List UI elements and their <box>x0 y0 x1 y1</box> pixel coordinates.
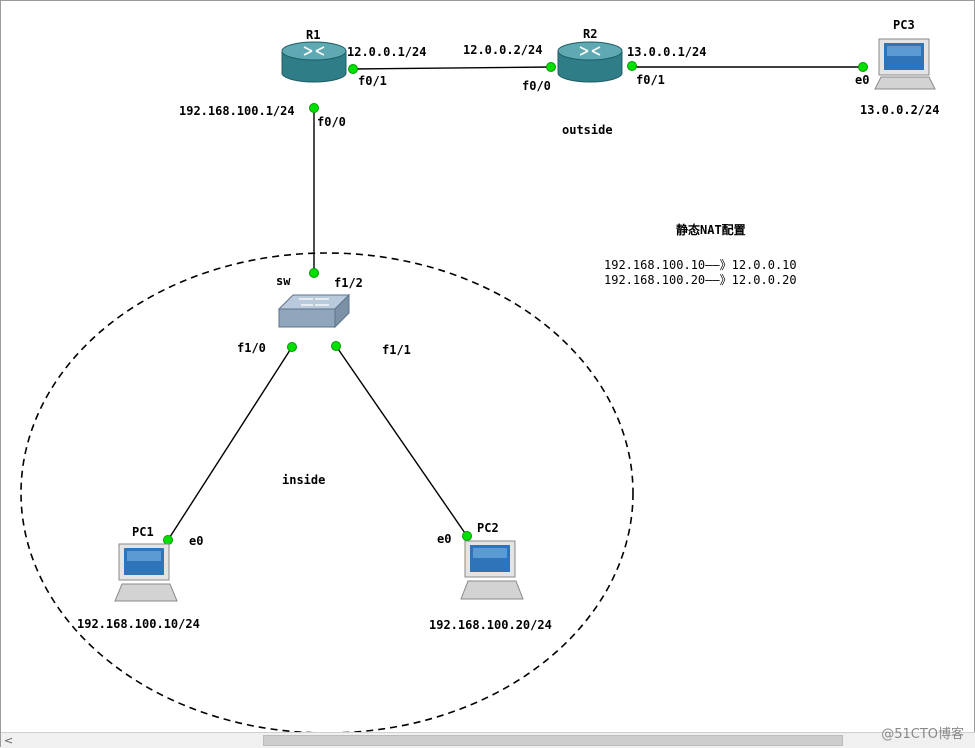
pc2-address: 192.168.100.20/24 <box>429 618 552 632</box>
r2-f01-label: f0/1 <box>636 73 665 87</box>
port-dot-sw-f11 <box>331 341 341 351</box>
r1-f00-label: f0/0 <box>317 115 346 129</box>
router-r1-icon <box>281 41 347 83</box>
port-dot-r1-f01 <box>348 64 358 74</box>
pc3-name-label: PC3 <box>893 18 915 32</box>
sw-f11-label: f1/1 <box>382 343 411 357</box>
pc1-e0-label: e0 <box>189 534 204 548</box>
port-dot-sw-f12 <box>309 268 319 278</box>
switch-sw[interactable] <box>279 295 349 329</box>
pc1-name-label: PC1 <box>132 525 154 539</box>
scrollbar-thumb[interactable] <box>263 735 843 746</box>
nat-rule-2: 192.168.100.20——》12.0.0.20 <box>604 273 797 287</box>
pc1-icon <box>114 543 178 602</box>
port-dot-r2-f01 <box>627 61 637 71</box>
port-dot-r1-f00 <box>309 103 319 113</box>
router-r2[interactable] <box>558 37 622 87</box>
switch-sw-icon <box>277 293 351 329</box>
router-r1[interactable] <box>282 37 346 87</box>
horizontal-scrollbar[interactable]: < <box>1 732 975 748</box>
pc3-icon <box>874 38 936 90</box>
nat-rule-1: 192.168.100.10——》12.0.0.10 <box>604 258 797 272</box>
inside-zone-boundary <box>20 252 634 734</box>
pc3-address: 13.0.0.2/24 <box>860 103 940 117</box>
pc2[interactable] <box>461 541 523 599</box>
pc2-icon <box>460 540 524 600</box>
pc1-address: 192.168.100.10/24 <box>77 617 200 631</box>
port-dot-sw-f10 <box>287 342 297 352</box>
pc3-e0-label: e0 <box>855 73 870 87</box>
r1-lan-address: 192.168.100.1/24 <box>179 104 295 118</box>
outside-zone-label: outside <box>562 123 613 137</box>
r1-wan-address: 12.0.0.1/24 <box>347 45 427 59</box>
r1-f01-label: f0/1 <box>358 74 387 88</box>
link-sw-pc1 <box>167 346 293 541</box>
pc3[interactable] <box>875 39 935 89</box>
router-r2-icon <box>557 41 623 83</box>
r2-f00-label: f0/0 <box>522 79 551 93</box>
scroll-left-icon[interactable]: < <box>4 734 14 747</box>
port-dot-r2-f00 <box>546 62 556 72</box>
port-dot-pc3-e0 <box>858 62 868 72</box>
link-sw-pc2 <box>335 345 468 537</box>
sw-f12-label: f1/2 <box>334 276 363 290</box>
r2-name-label: R2 <box>583 27 598 41</box>
inside-zone-label: inside <box>282 473 326 487</box>
pc2-name-label: PC2 <box>477 521 499 535</box>
r1-name-label: R1 <box>306 28 321 42</box>
port-dot-pc2-e0 <box>462 531 472 541</box>
sw-f10-label: f1/0 <box>237 341 266 355</box>
sw-name-label: sw <box>276 274 291 288</box>
pc2-e0-label: e0 <box>437 532 452 546</box>
r2-outside-address: 13.0.0.1/24 <box>627 45 707 59</box>
nat-title: 静态NAT配置 <box>676 223 746 237</box>
pc1[interactable] <box>115 544 177 601</box>
r2-wan-address: 12.0.0.2/24 <box>463 43 543 57</box>
link-r1-r2 <box>352 66 552 70</box>
watermark: @51CTO博客 <box>881 727 964 742</box>
